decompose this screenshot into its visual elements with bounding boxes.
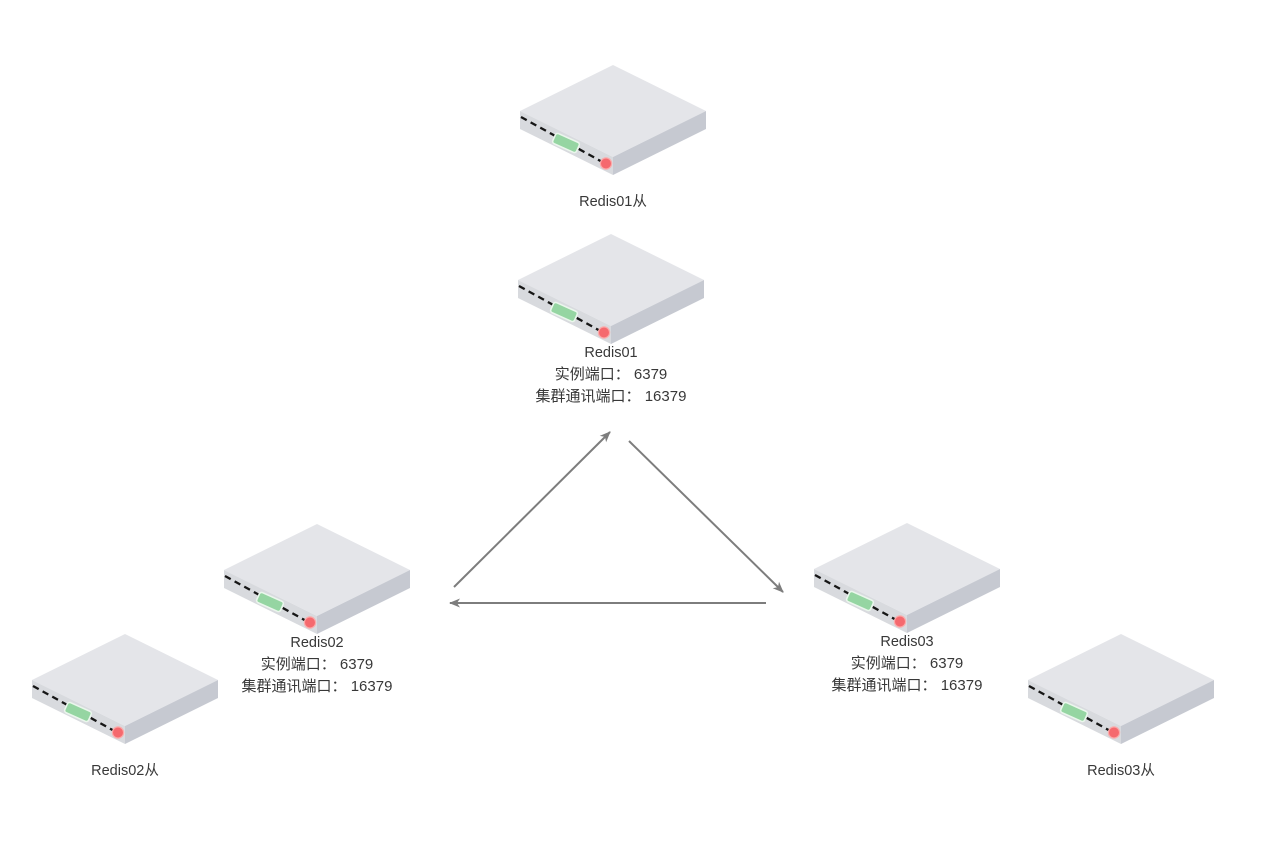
node-label: Redis01从 bbox=[579, 194, 647, 210]
node-redis03-slave: Redis03从 bbox=[991, 633, 1251, 782]
cluster-port-label: 集群通讯端口： 16379 bbox=[831, 677, 983, 694]
server-icon bbox=[520, 64, 706, 176]
node-redis02: Redis02 实例端口： 6379 集群通讯端口： 16379 bbox=[187, 523, 447, 698]
node-label: Redis03 bbox=[880, 634, 934, 650]
cluster-port-label: 集群通讯端口： 16379 bbox=[241, 678, 393, 695]
server-icon bbox=[814, 522, 1000, 634]
server-icon bbox=[518, 233, 704, 345]
arrow-redis01-to-redis03 bbox=[628, 440, 784, 593]
node-labels: Redis01 实例端口： 6379 集群通讯端口： 16379 bbox=[481, 342, 741, 408]
instance-port-label: 实例端口： 6379 bbox=[850, 655, 964, 672]
node-labels: Redis01从 bbox=[483, 191, 743, 213]
node-labels: Redis03 实例端口： 6379 集群通讯端口： 16379 bbox=[777, 631, 1037, 697]
arrow-redis02-to-redis01 bbox=[453, 431, 611, 588]
node-labels: Redis02 实例端口： 6379 集群通讯端口： 16379 bbox=[187, 632, 447, 698]
cluster-port-label: 集群通讯端口： 16379 bbox=[535, 388, 687, 405]
instance-port-label: 实例端口： 6379 bbox=[260, 656, 374, 673]
instance-port-label: 实例端口： 6379 bbox=[554, 366, 668, 383]
node-label: Redis03从 bbox=[1087, 763, 1155, 779]
node-redis01: Redis01 实例端口： 6379 集群通讯端口： 16379 bbox=[481, 233, 741, 408]
node-label: Redis02 bbox=[290, 635, 344, 651]
server-icon bbox=[32, 633, 218, 745]
node-label: Redis01 bbox=[584, 345, 638, 361]
server-icon bbox=[224, 523, 410, 635]
server-icon bbox=[1028, 633, 1214, 745]
node-redis03: Redis03 实例端口： 6379 集群通讯端口： 16379 bbox=[777, 522, 1037, 697]
node-labels: Redis02从 bbox=[0, 760, 255, 782]
node-label: Redis02从 bbox=[91, 763, 159, 779]
node-labels: Redis03从 bbox=[991, 760, 1251, 782]
node-redis02-slave: Redis02从 bbox=[0, 633, 255, 782]
node-redis01-slave: Redis01从 bbox=[483, 64, 743, 213]
